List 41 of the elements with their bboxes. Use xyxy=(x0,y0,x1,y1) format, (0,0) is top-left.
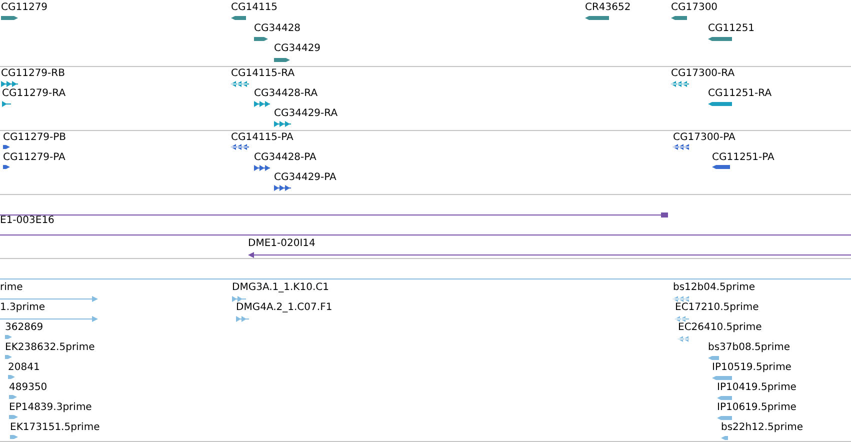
feature-label: bs22h12.5prime xyxy=(721,422,804,434)
feature-label: 362869 xyxy=(5,322,44,334)
feature-label: CG34429-RA xyxy=(274,108,338,120)
feature-label: CG11279 xyxy=(1,2,48,14)
feature-label: rime xyxy=(0,282,23,294)
feature-label: CG34428 xyxy=(254,23,301,35)
feature-label: DME1-020I14 xyxy=(248,238,316,250)
feature-label: CG17300-PA xyxy=(673,132,736,144)
feature-label: bs12b04.5prime xyxy=(673,282,756,294)
feature-label: CG34428-RA xyxy=(254,88,318,100)
feature-label: EC26410.5prime xyxy=(678,322,762,334)
feature-label: EK238632.5prime xyxy=(5,342,95,354)
feature-label: CG11279-PA xyxy=(3,152,66,164)
feature-label: CG34428-PA xyxy=(254,152,316,164)
feature-label: CG14115 xyxy=(231,2,278,14)
feature-label: CG17300-RA xyxy=(671,68,735,80)
feature-label: EP14839.3prime xyxy=(9,402,92,414)
feature-label: CG11279-PB xyxy=(3,132,66,144)
feature-label: DMG3A.1_1.K10.C1 xyxy=(232,282,329,294)
feature-label: bs37b08.5prime xyxy=(708,342,790,354)
feature-label: CG11251-PA xyxy=(712,152,774,164)
feature-label: 489350 xyxy=(9,382,48,394)
feature-label: DMG4A.2_1.C07.F1 xyxy=(236,302,332,314)
feature-label: 1.3prime xyxy=(0,302,46,314)
feature-label: CG11279-RA xyxy=(2,88,66,100)
feature-label: CG11279-RB xyxy=(1,68,65,80)
feature-label: IP10419.5prime xyxy=(717,382,796,394)
feature-label: CG34429 xyxy=(274,43,321,55)
feature-label: IP10519.5prime xyxy=(712,362,792,374)
feature-label: EC17210.5prime xyxy=(675,302,759,314)
feature-label: CG17300 xyxy=(671,2,718,14)
feature-label: CG14115-RA xyxy=(231,68,295,80)
feature-label: CR43652 xyxy=(585,2,631,14)
feature-label: CG11251 xyxy=(708,23,755,35)
feature-label: CG11251-RA xyxy=(708,88,772,100)
feature-label: IP10619.5prime xyxy=(717,402,796,414)
feature-label: CG34429-PA xyxy=(274,172,336,184)
feature-label: CG14115-PA xyxy=(231,132,294,144)
feature-label: E1-003E16 xyxy=(0,215,54,227)
feature-label: 20841 xyxy=(8,362,40,374)
feature-label: EK173151.5prime xyxy=(10,422,100,434)
